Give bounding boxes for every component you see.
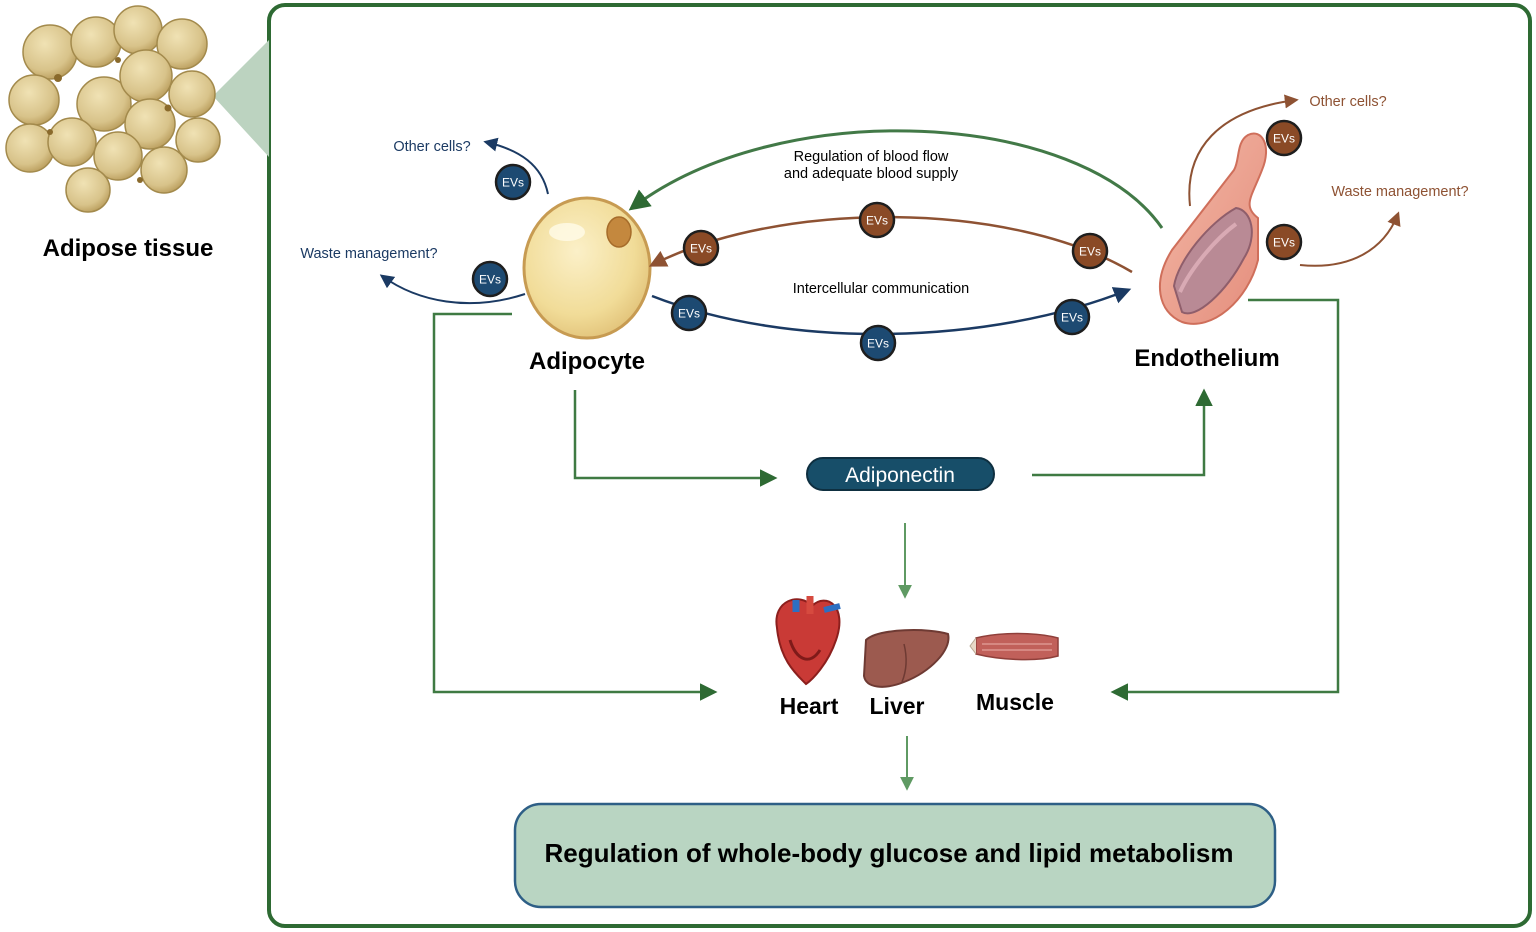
svg-text:EVs: EVs xyxy=(678,307,700,321)
svg-text:EVs: EVs xyxy=(502,176,524,190)
endothelium-other-cells-arrow xyxy=(1188,94,1299,207)
svg-text:EVs: EVs xyxy=(690,242,712,256)
svg-text:EVs: EVs xyxy=(1273,236,1295,250)
endothelium-to-organs-arrow xyxy=(1110,298,1340,701)
endothelium-illustration xyxy=(1158,132,1267,325)
endothelium-waste-label: Waste management? xyxy=(1331,184,1468,200)
svg-text:EVs: EVs xyxy=(1079,245,1101,259)
blood-flow-arrow xyxy=(628,129,1164,229)
liver-label: Liver xyxy=(870,693,925,719)
adipocyte-waste-arrow xyxy=(379,274,526,305)
adipocyte-other-cells-arrow xyxy=(483,137,549,195)
svg-text:EVs: EVs xyxy=(1273,132,1295,146)
adipocyte-other-cells-label: Other cells? xyxy=(393,139,470,155)
liver-illustration xyxy=(862,629,950,688)
adiponectin-to-endothelium-arrow xyxy=(1032,388,1213,477)
svg-text:EVs: EVs xyxy=(867,337,889,351)
adipocyte-to-organs-arrow xyxy=(432,312,718,701)
ev-blue-5: EVs xyxy=(471,260,509,298)
endothelium-other-cells-label: Other cells? xyxy=(1309,94,1386,110)
ev-brown-2: EVs xyxy=(682,229,720,267)
ev-brown-4: EVs xyxy=(1265,119,1303,157)
muscle-illustration xyxy=(969,632,1059,661)
endothelium-label: Endothelium xyxy=(1134,345,1279,372)
regulation-blood-flow-line2: and adequate blood supply xyxy=(784,166,959,182)
svg-text:EVs: EVs xyxy=(479,273,501,287)
svg-text:EVs: EVs xyxy=(866,214,888,228)
ev-brown-5: EVs xyxy=(1265,223,1303,261)
heart-label: Heart xyxy=(780,693,839,719)
outcome-box xyxy=(513,802,1277,909)
endothelium-waste-arrow xyxy=(1299,211,1401,267)
ev-brown-1: EVs xyxy=(858,201,896,239)
svg-text:EVs: EVs xyxy=(1061,311,1083,325)
adipocyte-waste-label: Waste management? xyxy=(300,246,437,262)
ev-blue-3: EVs xyxy=(1053,298,1091,336)
ev-blue-4: EVs xyxy=(494,163,532,201)
regulation-blood-flow-line1: Regulation of blood flow xyxy=(794,149,949,165)
heart-illustration xyxy=(775,596,841,686)
zoom-wedge xyxy=(213,40,269,157)
adipose-tissue-illustration xyxy=(5,5,221,213)
ev-blue-2: EVs xyxy=(859,324,897,362)
ev-blue-1: EVs xyxy=(670,294,708,332)
adiponectin-label: Adiponectin xyxy=(845,464,955,487)
adipocyte-illustration xyxy=(522,196,652,340)
muscle-label: Muscle xyxy=(976,689,1054,715)
outcome-label: Regulation of whole-body glucose and lip… xyxy=(544,838,1233,868)
intercellular-label: Intercellular communication xyxy=(793,281,970,297)
ev-brown-3: EVs xyxy=(1071,232,1109,270)
adipocyte-to-adiponectin-arrow xyxy=(573,390,778,487)
adipose-tissue-label: Adipose tissue xyxy=(43,235,214,262)
adipocyte-label: Adipocyte xyxy=(529,348,645,375)
adiponectin-pill xyxy=(806,457,995,491)
